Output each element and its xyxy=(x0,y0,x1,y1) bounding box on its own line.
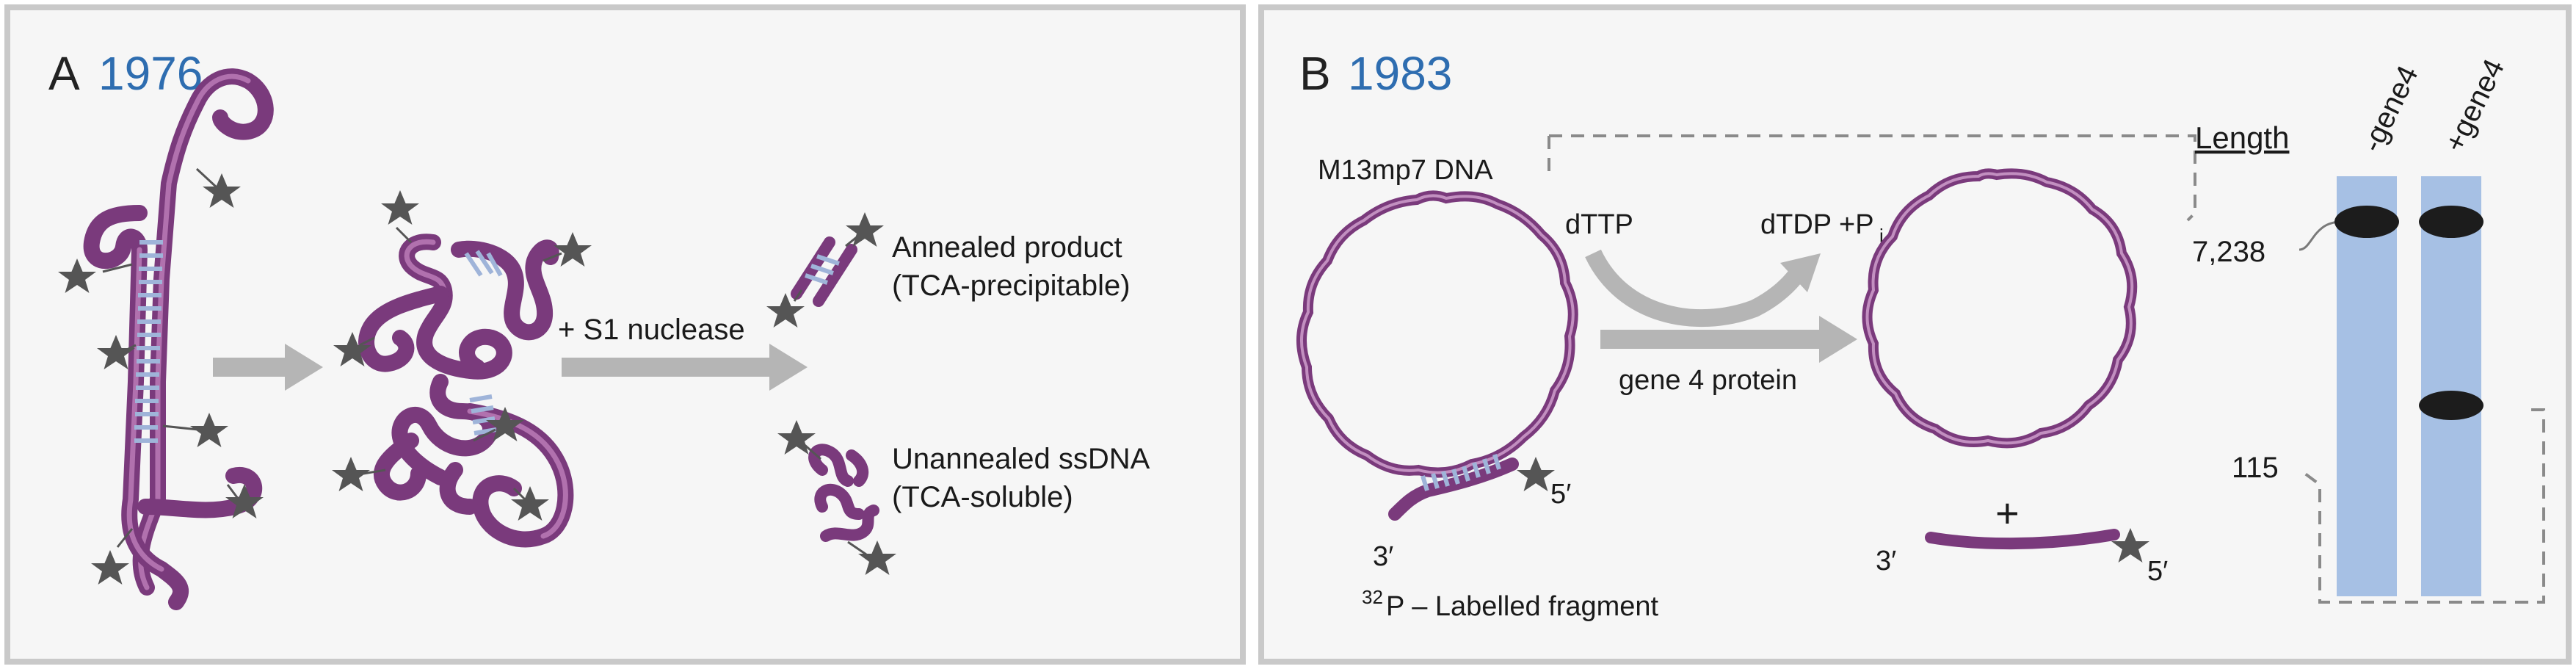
circular-ssdna-highlight xyxy=(1299,194,1575,474)
hairpin-base-pairs xyxy=(134,240,163,443)
m13-circle xyxy=(1296,190,1578,521)
products-label: dTDP +P xyxy=(1760,209,1874,240)
products-subscript: i xyxy=(1879,225,1884,247)
fragment-label: P – Labelled fragment xyxy=(1386,591,1659,622)
length-large: 7,238 xyxy=(2192,236,2265,268)
fragment-1 xyxy=(808,444,854,487)
hairpin-strand-left-highlight xyxy=(126,247,164,572)
arrow-panel-a-2 xyxy=(562,344,808,391)
enzyme-label: gene 4 protein xyxy=(1619,365,1797,396)
isotope-superscript: 32 xyxy=(1362,586,1383,608)
panel-a-year: 1976 xyxy=(98,47,203,100)
panel-a-letter: A xyxy=(48,47,80,100)
fragment-4 xyxy=(846,449,869,487)
product-circle xyxy=(1862,168,2138,449)
hairpin-loop-lower xyxy=(137,467,263,518)
s1-nuclease-label: + S1 nuclease xyxy=(558,314,745,346)
annealed-product-title: Annealed product xyxy=(892,231,1122,264)
length-header: Length xyxy=(2195,120,2289,155)
length-large-leader xyxy=(2299,220,2343,251)
hairpin-labels xyxy=(58,167,264,585)
hairpin-ssdna xyxy=(58,68,274,610)
circular-product-highlight xyxy=(1865,172,2134,445)
length-small: 115 xyxy=(2232,452,2279,484)
panel-b-letter: B xyxy=(1299,47,1331,100)
strand-lower-tail xyxy=(439,462,478,515)
fragment-3 xyxy=(820,505,879,542)
released-3-prime: 3′ xyxy=(1876,546,1896,576)
reaction-curve-arrow xyxy=(1585,249,1821,328)
reaction-main-arrow xyxy=(1600,316,1857,363)
band-plus-7238 xyxy=(2419,206,2484,238)
gel-lane-minus xyxy=(2337,176,2397,596)
fragment-3-prime: 3′ xyxy=(1373,541,1393,572)
unannealed-subtitle: (TCA-soluble) xyxy=(892,481,1073,513)
panel-a: A 1976 xyxy=(4,4,1246,665)
panel-b: B 1983 M13mp7 DNA 5′ 3′ 32 P – Labelled … xyxy=(1258,4,2572,665)
annealed-base-pairs xyxy=(464,250,503,435)
strand-left-lower xyxy=(374,433,427,501)
released-fragment-strand xyxy=(1925,529,2120,550)
template-label: M13mp7 DNA xyxy=(1318,155,1493,186)
strand-left-loop xyxy=(358,286,449,372)
partially-annealed-ssdna xyxy=(332,190,592,548)
unannealed-title: Unannealed ssDNA xyxy=(892,443,1150,475)
released-fragment xyxy=(1925,528,2149,563)
arrow-panel-a-1 xyxy=(213,344,323,391)
strand-upper-highlight xyxy=(404,239,447,293)
dashed-connector-top xyxy=(1549,134,2196,222)
panel-b-year: 1983 xyxy=(1348,47,1452,100)
fragment-5-prime: 5′ xyxy=(1550,479,1571,510)
unannealed-fragments xyxy=(777,420,896,575)
gel: -gene4 +gene4 xyxy=(2334,54,2511,596)
plus-sign: + xyxy=(1995,490,2020,536)
annealed-labels xyxy=(332,190,592,521)
annealed-product-subtitle: (TCA-precipitable) xyxy=(892,270,1131,302)
dashed-connector-bottom xyxy=(2304,408,2545,604)
substrate-label: dTTP xyxy=(1565,209,1633,240)
fragment-base-pairs xyxy=(1421,454,1501,491)
released-5-prime: 5′ xyxy=(2147,556,2168,587)
strand-upper-right xyxy=(451,239,559,341)
band-minus-7238 xyxy=(2334,206,2399,238)
gel-lane-plus xyxy=(2421,176,2481,596)
fragment-2 xyxy=(814,483,865,520)
band-plus-115 xyxy=(2419,391,2484,420)
annealed-product xyxy=(766,212,884,328)
